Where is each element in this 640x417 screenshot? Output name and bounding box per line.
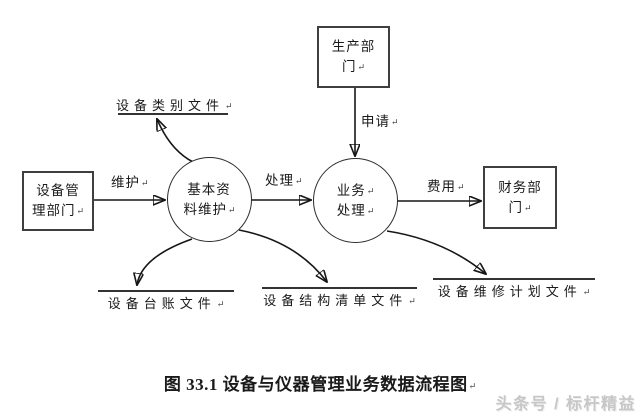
process-basic-data-maintenance: 基本资 料维护↵ xyxy=(167,157,252,242)
process-label-line2: 料维护↵ xyxy=(183,201,236,217)
flow-label-process: 处理↵ xyxy=(265,173,303,188)
entity-label-line1: 设备管 xyxy=(36,183,80,198)
flow-to-ledger-file-arrow xyxy=(137,238,193,285)
flow-label-fee: 费用↵ xyxy=(427,179,465,194)
entity-finance-dept: 财务部 门↵ xyxy=(483,166,557,229)
paragraph-mark: ↵ xyxy=(357,62,366,72)
paragraph-mark: ↵ xyxy=(468,381,477,391)
entity-equipment-management-dept: 设备管 理部门↵ xyxy=(22,171,94,231)
figure-caption: 图 33.1 设备与仪器管理业务数据流程图↵ xyxy=(163,375,477,394)
entity-label-line1: 生产部 xyxy=(331,39,376,54)
entity-label-line2: 门↵ xyxy=(341,59,366,74)
paragraph-mark: ↵ xyxy=(523,202,532,213)
flow-to-structure-file-arrow xyxy=(238,229,327,282)
paragraph-mark: ↵ xyxy=(216,299,225,309)
paragraph-mark: ↵ xyxy=(76,206,85,216)
datastore-structure-list-file: 设备结构清单文件↵ xyxy=(263,293,416,308)
paragraph-mark: ↵ xyxy=(141,178,149,188)
paragraph-mark: ↵ xyxy=(408,296,416,306)
flow-to-maintenance-file-arrow xyxy=(386,230,486,274)
entity-label-line1: 财务部 xyxy=(498,179,542,195)
paragraph-mark: ↵ xyxy=(227,204,236,215)
process-label-line1: 业务↵ xyxy=(336,182,375,198)
process-label-line1: 基本资 xyxy=(187,181,231,197)
entity-production-dept: 生产部 门↵ xyxy=(317,26,390,88)
paragraph-mark: ↵ xyxy=(225,101,233,111)
process-label-line2: 处理↵ xyxy=(336,202,375,218)
paragraph-mark: ↵ xyxy=(391,117,399,127)
watermark-toutiao: 头条号 / 标杆精益 xyxy=(495,396,636,413)
paragraph-mark: ↵ xyxy=(366,185,375,196)
flow-label-maintain: 维护↵ xyxy=(111,175,149,190)
entity-label-line2: 理部门↵ xyxy=(31,203,85,218)
flow-to-category-file-arrow xyxy=(157,119,194,163)
process-business-processing: 业务↵ 处理↵ xyxy=(313,158,398,243)
datastore-ledger-file: 设备台账文件↵ xyxy=(107,296,225,311)
flow-label-apply: 申请↵ xyxy=(361,114,399,129)
paragraph-mark: ↵ xyxy=(366,205,375,216)
datastore-category-file: 设备类别文件↵ xyxy=(116,98,233,113)
paragraph-mark: ↵ xyxy=(457,182,465,192)
paragraph-mark: ↵ xyxy=(295,176,303,186)
paragraph-mark: ↵ xyxy=(582,287,591,297)
entity-label-line2: 门↵ xyxy=(508,199,532,215)
datastore-maintenance-plan-file: 设备维修计划文件↵ xyxy=(437,284,591,299)
